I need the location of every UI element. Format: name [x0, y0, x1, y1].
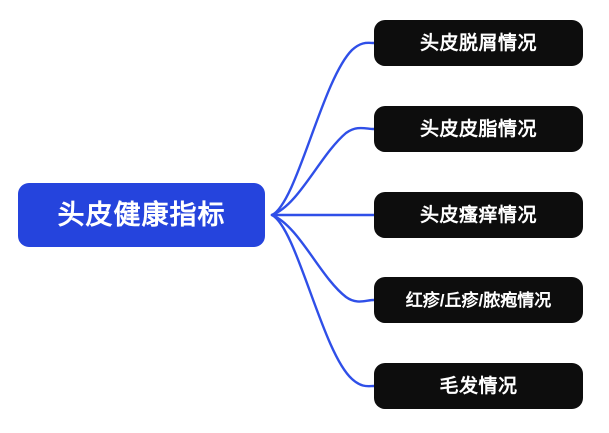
branch-node-2[interactable]: 头皮瘙痒情况 [374, 192, 583, 238]
branch-node-1-label: 头皮皮脂情况 [419, 118, 537, 140]
connector-to-branch-0 [270, 41, 376, 217]
root-node[interactable]: 头皮健康指标 [18, 183, 265, 247]
branch-node-0-label: 头皮脱屑情况 [419, 32, 537, 54]
branch-node-0[interactable]: 头皮脱屑情况 [374, 20, 583, 66]
branch-node-3[interactable]: 红疹/丘疹/脓疱情况 [374, 277, 583, 323]
branch-node-1[interactable]: 头皮皮脂情况 [374, 106, 583, 152]
branch-node-3-label: 红疹/丘疹/脓疱情况 [405, 290, 552, 310]
root-node-label: 头皮健康指标 [57, 199, 226, 230]
connector-to-branch-1 [270, 126, 376, 217]
branch-node-4[interactable]: 毛发情况 [374, 363, 583, 409]
branch-node-2-label: 头皮瘙痒情况 [419, 204, 537, 226]
connector-to-branch-4 [270, 213, 376, 388]
connector-to-branch-3 [270, 213, 376, 303]
branch-node-4-label: 毛发情况 [439, 375, 518, 397]
